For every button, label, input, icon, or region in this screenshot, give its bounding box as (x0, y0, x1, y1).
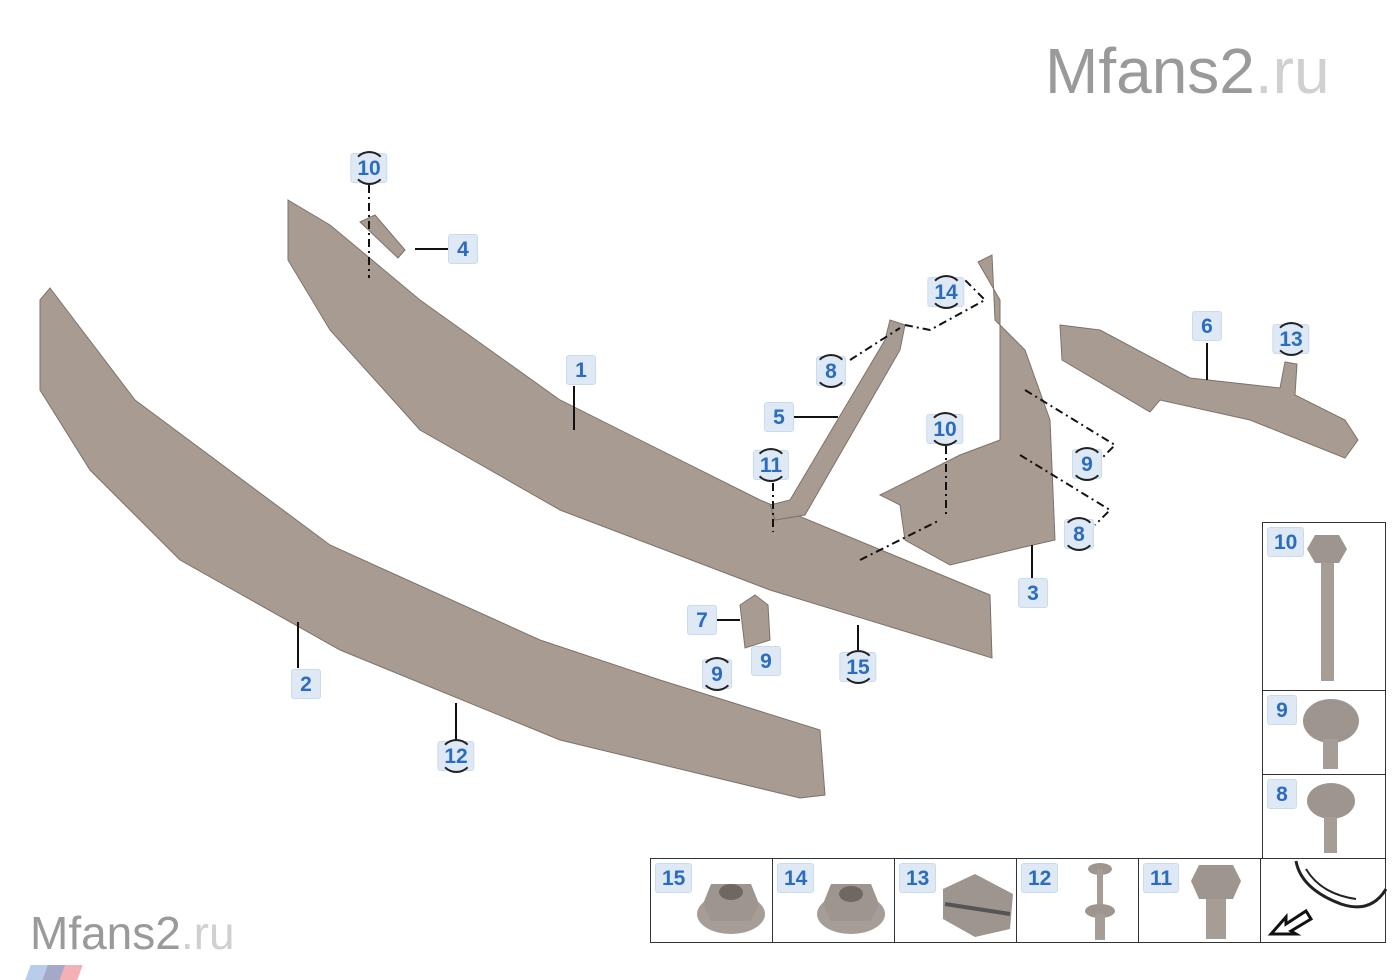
legend-label: 11 (1143, 863, 1180, 893)
legend-cell-14[interactable]: 14 (772, 858, 896, 943)
legend-cell-15[interactable]: 15 (650, 858, 774, 943)
part-3-mount (878, 254, 1056, 566)
callout-6[interactable]: 6 (1192, 311, 1222, 341)
callout-10[interactable]: 10 (926, 412, 964, 446)
legend-cell-10[interactable]: 10 (1262, 522, 1386, 692)
part-2-bumper-absorber (39, 287, 826, 799)
legend-label: 13 (899, 863, 937, 893)
legend-label: 14 (777, 863, 815, 893)
legend-cell-11[interactable]: 11 (1138, 858, 1262, 943)
callout-4[interactable]: 4 (448, 234, 478, 264)
legend-label: 15 (655, 863, 693, 893)
legend-label: 10 (1267, 527, 1305, 557)
callout-2[interactable]: 2 (291, 669, 321, 699)
flange-bolt-icon (1303, 699, 1359, 769)
part-4-bracket (359, 214, 406, 259)
hex-bolt-icon (1191, 865, 1241, 939)
callout-9[interactable]: 9 (700, 657, 734, 691)
callout-1[interactable]: 1 (566, 355, 596, 385)
callout-12[interactable]: 12 (437, 739, 475, 773)
callout-7[interactable]: 7 (687, 605, 717, 635)
rivet-icon (1085, 863, 1115, 940)
flange-bolt-icon (1307, 783, 1355, 853)
callout-13[interactable]: 13 (1272, 322, 1310, 356)
callout-15[interactable]: 15 (839, 650, 877, 684)
part-7-bracket (739, 594, 771, 649)
callout-5[interactable]: 5 (764, 402, 794, 432)
clip-nut-icon (943, 874, 1013, 937)
legend-label: 9 (1267, 695, 1297, 725)
bolt-icon (1307, 535, 1347, 681)
hex-nut-icon (817, 884, 885, 934)
legend-cell-12[interactable]: 12 (1016, 858, 1140, 943)
callout-14[interactable]: 14 (927, 275, 965, 309)
watermark-top: Mfans2.ru (1045, 35, 1330, 107)
watermark-bottom: Mfans2.ru (30, 907, 235, 959)
legend-cell-9[interactable]: 9 (1262, 690, 1386, 776)
legend-label: 12 (1021, 863, 1059, 893)
callout-11[interactable]: 11 (752, 448, 790, 482)
callout-3[interactable]: 3 (1018, 578, 1048, 608)
callout-8[interactable]: 8 (814, 354, 848, 388)
vehicle-front-arrow-icon (1267, 860, 1388, 936)
hex-nut-icon (697, 884, 765, 934)
callout-10[interactable]: 10 (350, 151, 388, 185)
legend-cell-8[interactable]: 8 (1262, 774, 1386, 860)
callout-9[interactable]: 9 (1070, 447, 1104, 481)
legend-label: 8 (1267, 779, 1297, 809)
part-6-support (1059, 324, 1359, 459)
vehicle-location-cell[interactable] (1260, 858, 1388, 943)
part-1-bumper-carrier (287, 199, 993, 659)
callout-9[interactable]: 9 (751, 646, 781, 676)
callout-8[interactable]: 8 (1062, 517, 1096, 551)
legend-cell-13[interactable]: 13 (894, 858, 1018, 943)
